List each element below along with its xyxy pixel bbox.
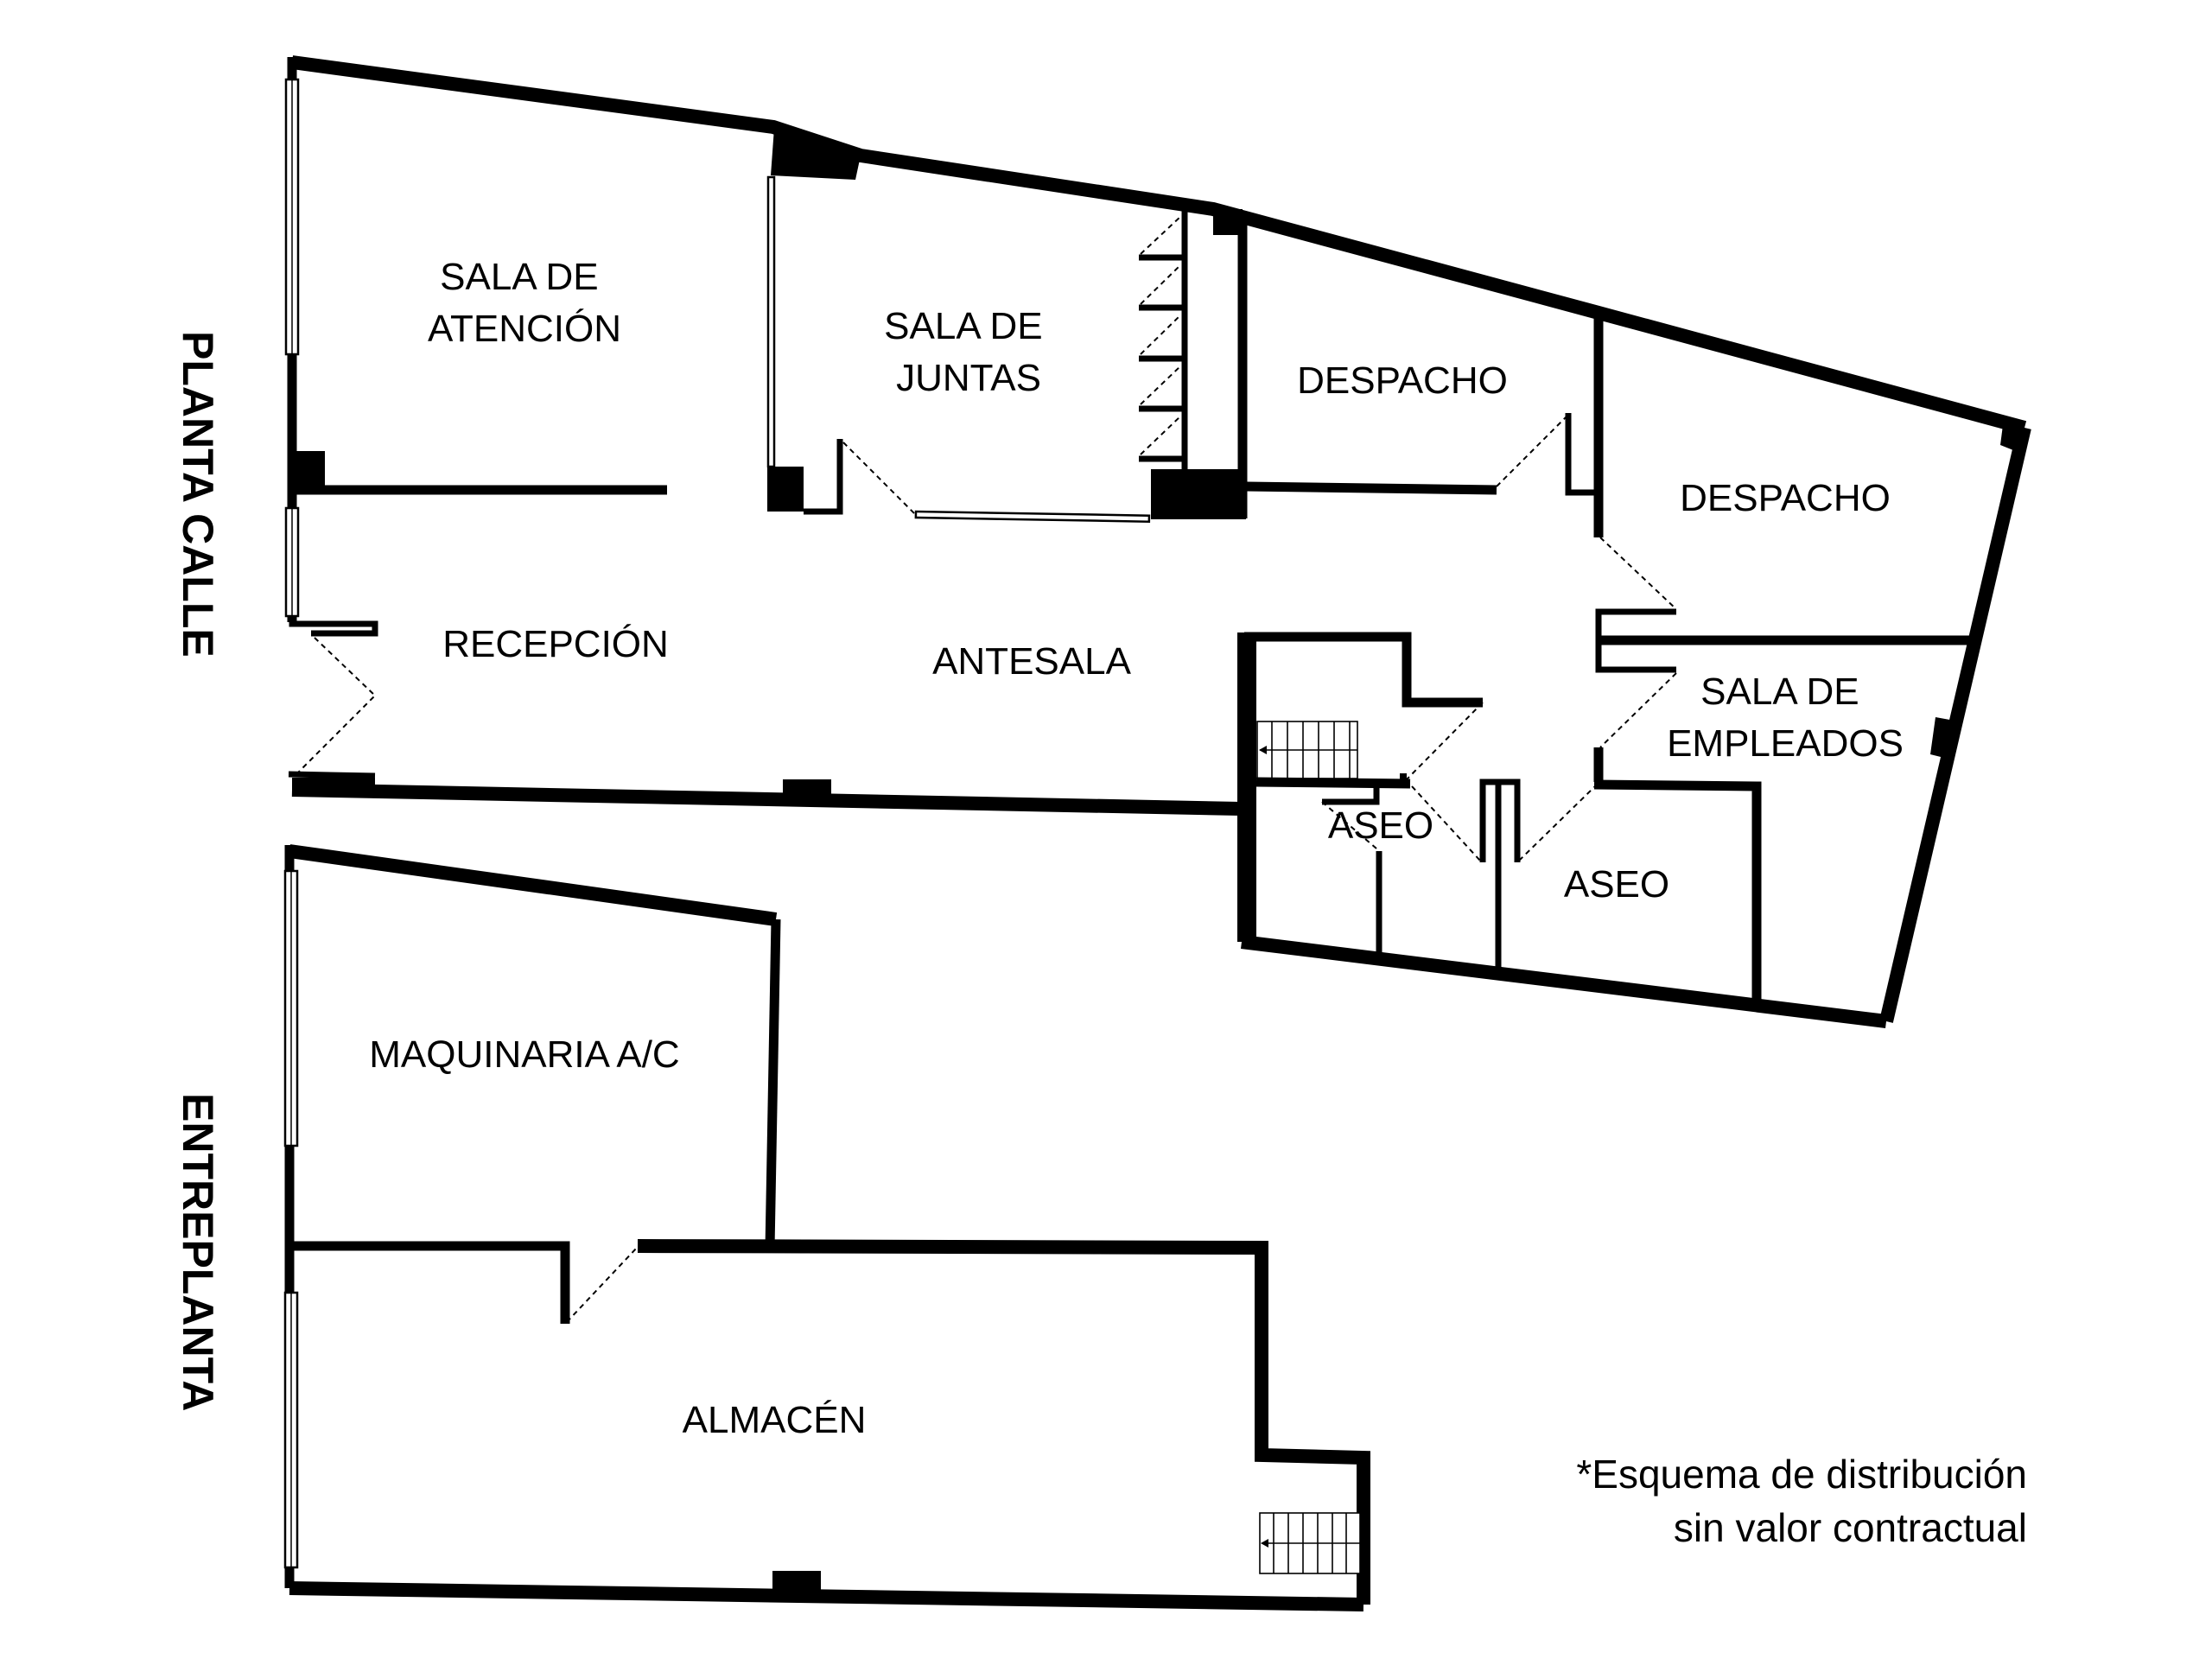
stair-mezzanine bbox=[1259, 1512, 1361, 1574]
maquinaria-south-wall-west bbox=[292, 1241, 570, 1324]
disclaimer-line-1: *Esquema de distribución bbox=[1576, 1452, 2027, 1497]
ground-floor-plan bbox=[284, 55, 2031, 1028]
stair-arrow-icon bbox=[1259, 746, 1267, 754]
entrance-jamb-top bbox=[289, 616, 378, 637]
despacho-1-door-jamb bbox=[1565, 413, 1597, 496]
exterior-wall-east bbox=[1879, 426, 2031, 1023]
glass-partition-juntas-south bbox=[914, 510, 1151, 523]
aseo-block-north-wall bbox=[1244, 632, 1483, 708]
room-label-almacen: ALMACÉN bbox=[683, 1399, 867, 1441]
column bbox=[767, 467, 804, 512]
entrance-jamb-bottom bbox=[288, 771, 376, 779]
room-label-aseo-2: ASEO bbox=[1564, 863, 1669, 906]
aseo-1-door-jamb bbox=[1322, 784, 1380, 805]
column bbox=[1151, 469, 1246, 519]
glass-partition-juntas-west bbox=[766, 175, 776, 468]
room-label-sala-atencion: SALA DE ATENCIÓN bbox=[428, 256, 621, 350]
despacho-1-south-wall bbox=[1245, 481, 1497, 495]
aseo-2-door-swing bbox=[1518, 785, 1596, 861]
aseo-passage-swing bbox=[1411, 785, 1481, 861]
exterior-wall-south-east bbox=[1241, 935, 1887, 1028]
mezzanine-floor-plan bbox=[283, 844, 1370, 1611]
maquinaria-east-wall bbox=[765, 918, 781, 1249]
mezz-north-wall bbox=[288, 844, 778, 926]
room-label-despacho-1: DESPACHO bbox=[1297, 359, 1508, 402]
column bbox=[2000, 425, 2027, 454]
aseo-1-door-swing bbox=[1321, 801, 1377, 849]
room-label-maquinaria: MAQUINARIA A/C bbox=[369, 1033, 679, 1076]
room-label-sala-empleados: SALA DE EMPLEADOS bbox=[1667, 671, 1904, 765]
antesala-south-wall bbox=[291, 783, 1242, 816]
aseo-2-north-wall bbox=[1593, 779, 1762, 1004]
wall-stub bbox=[1400, 773, 1407, 784]
almacen-north-wall bbox=[637, 1239, 1370, 1605]
column bbox=[783, 779, 831, 802]
disclaimer-note: *Esquema de distribución sin valor contr… bbox=[1576, 1447, 2027, 1554]
despacho-2-door-swing bbox=[1599, 537, 1677, 610]
juntas-door-swing bbox=[842, 442, 917, 516]
floor-label-entreplanta: ENTREPLANTA bbox=[174, 1093, 222, 1412]
empleados-door-swing bbox=[1599, 672, 1677, 748]
room-label-sala-juntas: SALA DE JUNTAS bbox=[884, 305, 1053, 399]
aseo-block-door-swing bbox=[1406, 702, 1484, 780]
column bbox=[1213, 209, 1243, 235]
disclaimer-line-2: sin valor contractual bbox=[1673, 1505, 2027, 1550]
column bbox=[1930, 717, 1955, 759]
maquinaria-door-swing bbox=[566, 1246, 639, 1323]
column bbox=[292, 778, 375, 797]
closet-doors bbox=[1139, 215, 1185, 462]
aseo-block-west-wall bbox=[1237, 632, 1256, 942]
exterior-wall-north bbox=[290, 55, 2027, 435]
column bbox=[772, 1571, 821, 1597]
almacen-south-wall bbox=[289, 1581, 1364, 1611]
room-label-despacho-2: DESPACHO bbox=[1680, 477, 1891, 519]
juntas-door-jamb bbox=[804, 439, 843, 515]
column bbox=[771, 128, 861, 180]
aseo-1-north-wall bbox=[1255, 777, 1411, 789]
column bbox=[292, 451, 325, 490]
floor-label-planta-calle: PLANTA CALLE bbox=[174, 331, 222, 658]
room-label-recepcion: RECEPCIÓN bbox=[442, 623, 669, 665]
room-label-antesala: ANTESALA bbox=[932, 640, 1132, 683]
despacho-1-door-swing bbox=[1496, 416, 1567, 487]
stair-arrow-icon bbox=[1261, 1539, 1268, 1548]
stair-ground bbox=[1256, 721, 1358, 779]
room-label-aseo-1: ASEO bbox=[1328, 804, 1433, 847]
entrance-door-swing bbox=[294, 637, 377, 777]
